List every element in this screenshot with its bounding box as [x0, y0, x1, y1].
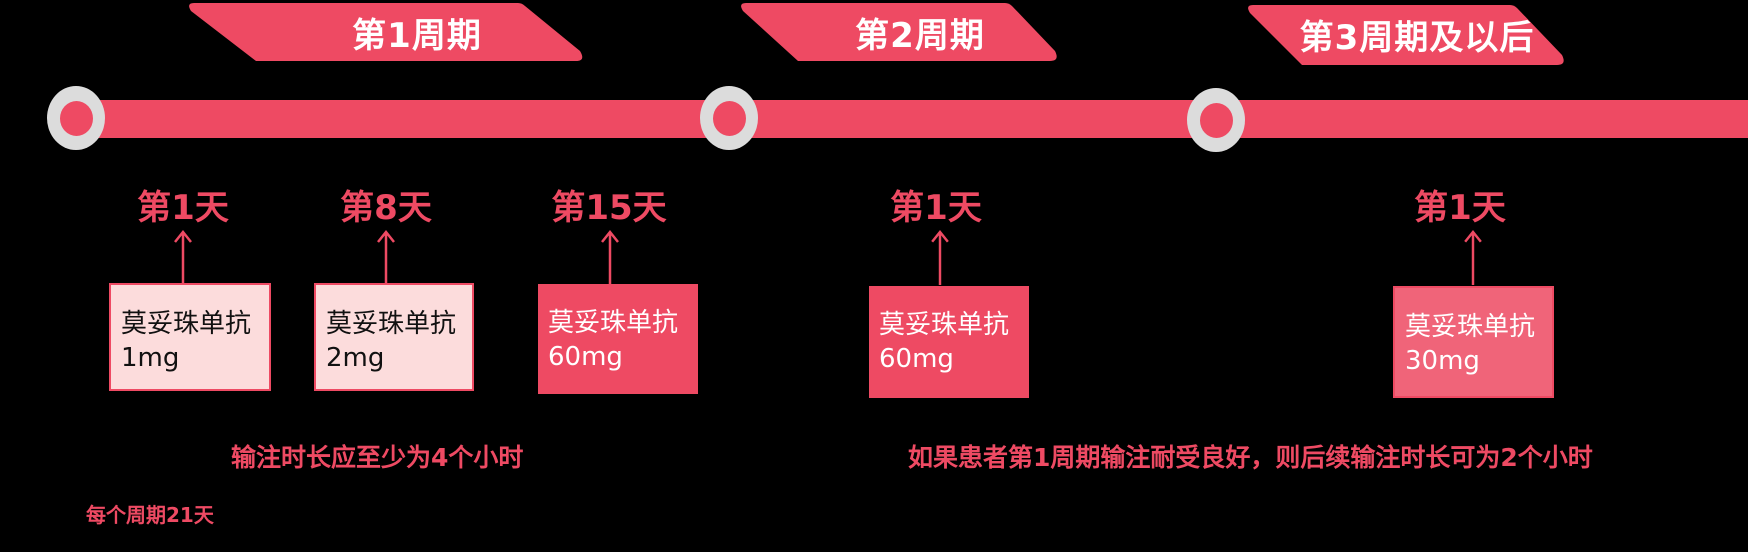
dose-box: 莫妥珠单抗 1mg	[109, 283, 271, 391]
cycle-1-label: 第1周期	[352, 15, 482, 56]
drug-name: 莫妥珠单抗	[1405, 312, 1536, 342]
timeline-bar	[78, 100, 1748, 138]
arrow-up-icon	[377, 230, 395, 285]
cycle-1-banner: 第1周期	[188, 3, 586, 61]
node-center	[713, 101, 746, 136]
drug-name: 莫妥珠单抗	[121, 309, 252, 339]
drug-name: 莫妥珠单抗	[879, 310, 1010, 340]
banner-shape	[741, 3, 1057, 61]
dose-amount: 60mg	[879, 344, 954, 374]
banner-shape	[1248, 5, 1564, 65]
dose-amount: 30mg	[1405, 346, 1480, 376]
drug-name: 莫妥珠单抗	[548, 308, 679, 338]
timeline-node-cycle-2	[700, 86, 758, 150]
cycle1-infusion-note: 输注时长应至少为4个小时	[231, 443, 524, 472]
arrow-up-icon	[1464, 230, 1482, 285]
day-label: 第1天	[137, 188, 229, 228]
node-center	[1200, 103, 1233, 138]
day-label: 第1天	[890, 188, 982, 228]
dose-box: 莫妥珠单抗 60mg	[538, 284, 698, 394]
day-label: 第15天	[551, 188, 667, 228]
arrow-up-icon	[601, 230, 619, 285]
cycle-3-banner: 第3周期及以后	[1247, 5, 1567, 65]
drug-name: 莫妥珠单抗	[326, 309, 457, 339]
cycle-length-note: 每个周期21天	[86, 503, 214, 527]
day-label: 第8天	[340, 188, 432, 228]
dose-amount: 1mg	[121, 343, 180, 373]
dose-box: 莫妥珠单抗 30mg	[1393, 286, 1554, 398]
day-label: 第1天	[1414, 188, 1506, 228]
dose-amount: 2mg	[326, 343, 385, 373]
node-center	[60, 101, 93, 136]
later-infusion-note: 如果患者第1周期输注耐受良好，则后续输注时长可为2个小时	[908, 443, 1593, 472]
timeline-node-cycle-1	[47, 86, 105, 150]
dose-box: 莫妥珠单抗 60mg	[869, 286, 1029, 398]
cycle-2-label: 第2周期	[855, 15, 985, 56]
timeline-node-cycle-3	[1187, 88, 1245, 152]
arrow-up-icon	[931, 230, 949, 285]
cycle-2-banner: 第2周期	[740, 3, 1060, 61]
dose-amount: 60mg	[548, 342, 623, 372]
cycle-3-label: 第3周期及以后	[1299, 17, 1535, 58]
banner-shape	[189, 3, 583, 61]
dose-box: 莫妥珠单抗 2mg	[314, 283, 474, 391]
arrow-up-icon	[174, 230, 192, 285]
